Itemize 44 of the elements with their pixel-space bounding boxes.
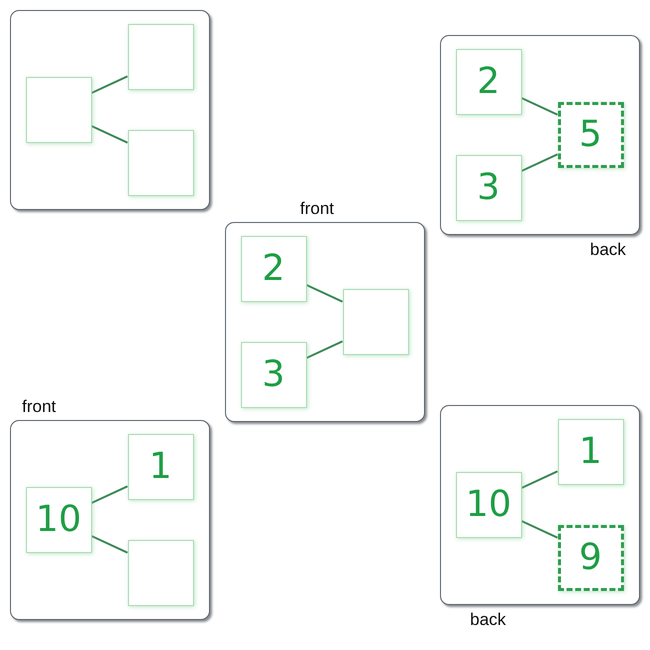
- number-box: [456, 48, 522, 114]
- card: [440, 35, 640, 235]
- card: [440, 405, 640, 605]
- connector-line: [306, 340, 343, 359]
- number-label: 9: [579, 540, 602, 576]
- number-box: [456, 154, 522, 220]
- card: [10, 420, 210, 620]
- number-box: [128, 24, 194, 90]
- number-box: [26, 486, 92, 552]
- connector-line: [521, 470, 558, 489]
- number-box: [558, 418, 624, 484]
- answer-box: [558, 524, 624, 590]
- number-box: [240, 342, 306, 408]
- number-box: [128, 130, 194, 196]
- side-label: back: [590, 240, 626, 260]
- number-label: 2: [262, 250, 285, 286]
- side-label: front: [22, 397, 56, 417]
- card: [225, 222, 425, 422]
- number-box: [128, 434, 194, 500]
- card: [10, 10, 210, 210]
- number-label: 10: [36, 502, 82, 538]
- number-box: [342, 288, 408, 354]
- connector-line: [91, 485, 128, 504]
- number-label: 3: [262, 356, 285, 392]
- number-box: [26, 76, 92, 142]
- number-label: 10: [466, 486, 512, 522]
- connector-line: [91, 125, 128, 144]
- connector-line: [91, 75, 128, 94]
- number-label: 3: [477, 170, 500, 206]
- connector-line: [521, 520, 558, 539]
- number-box: [456, 472, 522, 538]
- side-label: back: [470, 610, 506, 630]
- number-label: 2: [477, 64, 500, 100]
- number-label: 1: [579, 434, 602, 470]
- connector-line: [521, 153, 558, 172]
- answer-box: [558, 102, 624, 168]
- side-label: front: [300, 199, 334, 219]
- number-box: [128, 540, 194, 606]
- connector-line: [521, 97, 558, 116]
- connector-line: [91, 535, 128, 554]
- number-label: 1: [149, 448, 172, 484]
- number-label: 5: [579, 116, 602, 152]
- number-box: [240, 236, 306, 302]
- connector-line: [306, 284, 343, 303]
